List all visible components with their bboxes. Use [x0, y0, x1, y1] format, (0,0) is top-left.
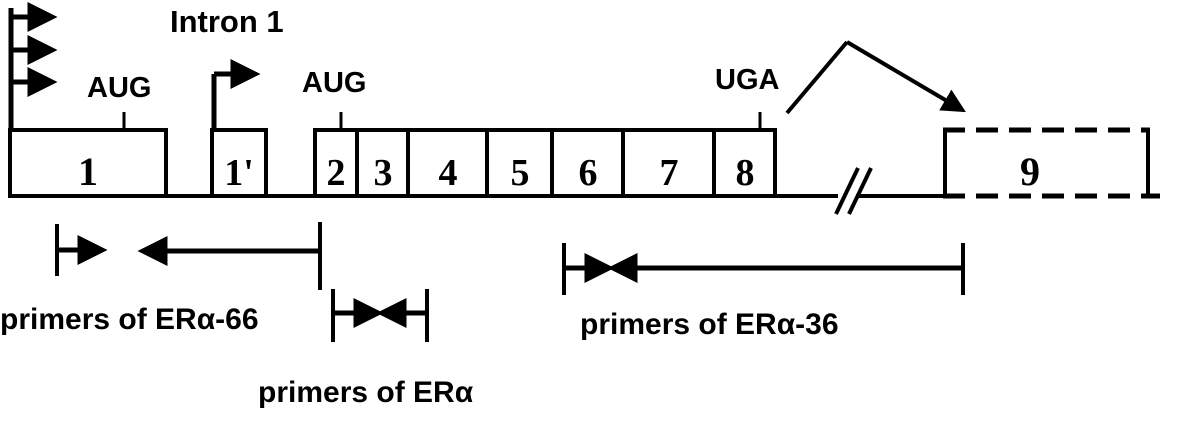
svg-text:5: 5 [511, 152, 530, 194]
primer-set-er-alpha-36 [562, 243, 965, 295]
primer-set-er-alpha-66 [55, 222, 322, 290]
label-intron-1: Intron 1 [170, 4, 284, 39]
svg-text:3: 3 [374, 152, 393, 194]
label-primers-of-er-alpha: primers of ERα [258, 376, 474, 409]
svg-text:4: 4 [439, 152, 458, 194]
label-primers-of-er-alpha-36: primers of ERα-36 [580, 308, 839, 341]
exon-box-1prime: 1' [210, 128, 268, 198]
svg-text:7: 7 [660, 152, 679, 194]
exon-box-5: 5 [485, 128, 554, 198]
exon-box-4: 4 [406, 128, 489, 198]
exon-boxes: 1 1' 2 3 4 [8, 127, 1150, 199]
svg-text:6: 6 [579, 152, 598, 194]
exon-box-2: 2 [313, 128, 359, 198]
exon-box-6: 6 [550, 128, 625, 198]
label-uga: UGA [715, 64, 780, 96]
splice-arrow-exon8-to-exon9 [785, 40, 966, 115]
svg-text:2: 2 [327, 152, 346, 194]
sequence-break-double-slash [834, 167, 873, 215]
label-aug-exon1: AUG [87, 72, 152, 104]
exon-box-8: 8 [712, 128, 777, 198]
svg-text:1': 1' [224, 152, 254, 194]
primer-set-er-alpha [331, 289, 429, 342]
label-aug-exon2: AUG [302, 67, 367, 99]
exon-box-9: 9 [943, 127, 1150, 199]
exon-box-7: 7 [621, 128, 716, 198]
label-primers-of-er-alpha-66: primers of ERα-66 [0, 303, 259, 336]
svg-text:8: 8 [736, 152, 755, 194]
exon-1prime-start-arrow [211, 59, 261, 132]
exon-box-3: 3 [355, 128, 410, 198]
codon-tick-marks [122, 112, 762, 131]
svg-text:9: 9 [1020, 149, 1040, 194]
svg-text:1: 1 [78, 149, 98, 194]
exon-box-1: 1 [8, 128, 168, 198]
